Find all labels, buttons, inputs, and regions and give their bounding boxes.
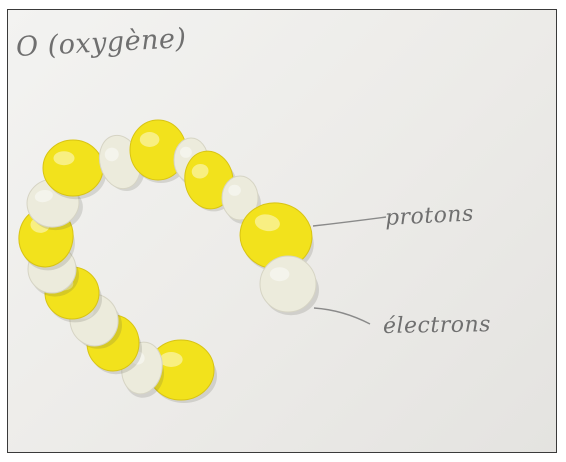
- pointer-lines: [313, 217, 386, 324]
- bead-highlight: [160, 352, 183, 367]
- bead-highlight: [270, 267, 290, 281]
- bead-highlight: [140, 132, 160, 147]
- protons-pointer-line: [313, 217, 386, 226]
- protons-label: protons: [384, 201, 474, 231]
- bead-chain: [14, 120, 319, 403]
- proton-bead: [43, 140, 103, 196]
- electron-bead: [260, 256, 316, 312]
- bead-highlight: [54, 151, 75, 165]
- electrons-pointer-line: [314, 308, 370, 324]
- photo-frame: O (oxygène) protons électrons: [7, 9, 557, 453]
- plasticine-model: [8, 10, 557, 453]
- electrons-label: électrons: [383, 312, 491, 339]
- bead-highlight: [228, 185, 241, 196]
- bead-highlight: [180, 147, 192, 158]
